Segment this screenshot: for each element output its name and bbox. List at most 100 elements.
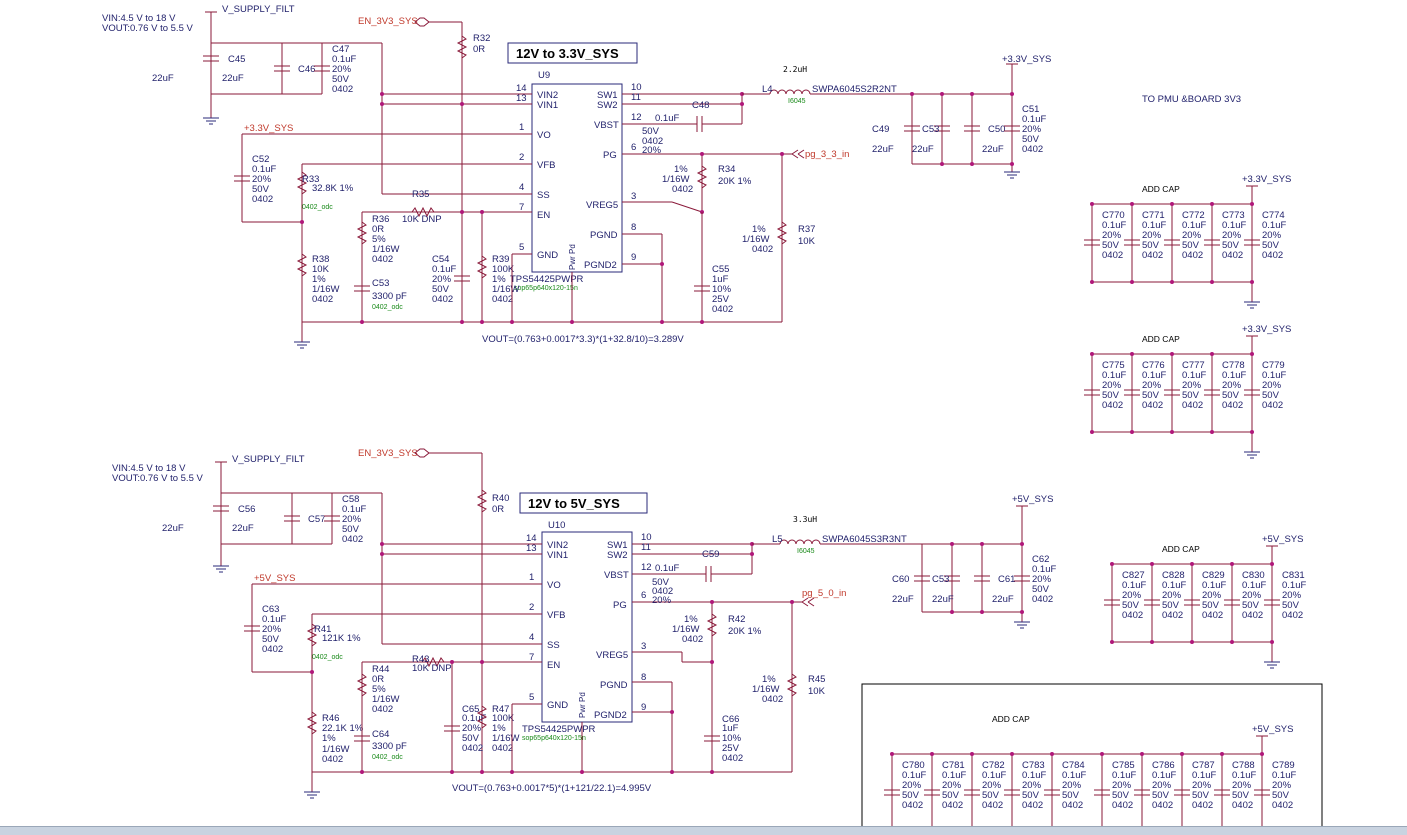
svg-text:C61: C61 (998, 574, 1015, 585)
cap-value: 0.1uF (1152, 770, 1176, 781)
svg-text:25V: 25V (712, 294, 730, 305)
add-cap-group-4: ADD CAP+5V_SYSC7800.1uF20%50V0402C7810.1… (884, 714, 1296, 834)
svg-text:7: 7 (519, 202, 524, 213)
svg-text:PGND2: PGND2 (594, 710, 627, 721)
svg-text:0.1uF: 0.1uF (332, 54, 356, 65)
svg-text:PGND: PGND (590, 230, 618, 241)
u10-part: TPS54425PWPR (522, 724, 596, 735)
svg-text:C50: C50 (988, 124, 1005, 135)
cap-value: 20% (1102, 230, 1122, 241)
cap-value: 50V (1242, 600, 1260, 611)
cap-ref: C770 (1102, 210, 1125, 221)
svg-text:1/16W: 1/16W (492, 733, 519, 744)
top-formula: VOUT=(0.763+0.0017*3.3)*(1+32.8/10)=3.28… (482, 334, 684, 345)
cap-ref: C827 (1122, 570, 1145, 581)
svg-text:C52: C52 (252, 154, 269, 165)
cap-value: 50V (1272, 790, 1290, 801)
r40-ref: R40 (492, 493, 509, 504)
svg-text:10%: 10% (712, 284, 732, 295)
cap-ref: C776 (1142, 360, 1165, 371)
cap-value: 20% (1242, 590, 1262, 601)
svg-text:VIN2: VIN2 (547, 540, 568, 551)
svg-text:0.1uF: 0.1uF (462, 713, 486, 724)
svg-text:SWPA6045S3R3NT: SWPA6045S3R3NT (822, 534, 907, 545)
cap-value: 50V (942, 790, 960, 801)
svg-text:10%: 10% (722, 733, 742, 744)
cap-value: 20% (1272, 780, 1292, 791)
l5-inductor: L5 3.3uH SWPA6045S3R3NT I6045 (752, 515, 1022, 555)
cap-value: 0.1uF (1232, 770, 1256, 781)
svg-text:13: 13 (516, 93, 527, 104)
top-vin-note: VIN:4.5 V to 18 V (102, 13, 176, 24)
cap-value: 50V (1152, 790, 1170, 801)
svg-text:8: 8 (641, 672, 646, 683)
top-title: 12V to 3.3V_SYS (516, 46, 619, 61)
cap-value: 50V (1262, 390, 1280, 401)
svg-text:0402: 0402 (762, 694, 783, 705)
cap-value: 50V (1232, 790, 1250, 801)
svg-text:22uF: 22uF (152, 73, 174, 84)
svg-text:C65: C65 (462, 704, 479, 715)
cap-value: 0402 (1182, 400, 1203, 411)
svg-text:R45: R45 (808, 674, 825, 685)
svg-text:1/16W: 1/16W (372, 694, 399, 705)
cap-value: 0402 (1062, 800, 1083, 811)
cap-value: 0.1uF (1222, 220, 1246, 231)
svg-text:22uF: 22uF (982, 144, 1004, 155)
svg-text:Pwr Pd: Pwr Pd (578, 692, 587, 718)
svg-text:EN: EN (537, 210, 550, 221)
cap-value: 0402 (1142, 400, 1163, 411)
add-cap-group-1: ADD CAP+3.3V_SYSC7700.1uF20%50V0402C7710… (1084, 174, 1291, 309)
svg-text:C53: C53 (922, 124, 939, 135)
svg-text:R34: R34 (718, 164, 735, 175)
svg-text:20%: 20% (262, 624, 282, 635)
u9-footprint: sop65p640x120-15n (514, 285, 578, 292)
top-out-net-fb: +3.3V_SYS (244, 123, 293, 134)
u9-body (531, 83, 623, 273)
svg-text:4: 4 (529, 632, 534, 643)
add-cap-label: ADD CAP (1162, 544, 1200, 554)
svg-text:100K: 100K (492, 713, 515, 724)
add-cap-groups: ADD CAP+3.3V_SYSC7700.1uF20%50V0402C7710… (884, 174, 1306, 834)
cap-value: 0402 (1152, 800, 1173, 811)
svg-text:R37: R37 (798, 224, 815, 235)
svg-text:10K: 10K (312, 264, 330, 275)
svg-text:0402: 0402 (682, 634, 703, 645)
cap-value: 50V (1122, 600, 1140, 611)
svg-text:C45: C45 (228, 54, 245, 65)
add-cap-net: +3.3V_SYS (1242, 324, 1291, 335)
svg-text:VREG5: VREG5 (596, 650, 628, 661)
svg-text:I6045: I6045 (797, 548, 815, 555)
c59: C59 0.1uF 50V 0402 20% (652, 549, 752, 606)
svg-text:0402: 0402 (322, 754, 343, 765)
svg-text:1: 1 (529, 572, 534, 583)
top-out-net: +3.3V_SYS (1002, 54, 1051, 65)
cap-value: 50V (1112, 790, 1130, 801)
cap-value: 50V (1192, 790, 1210, 801)
svg-text:50V: 50V (332, 74, 350, 85)
r32-ref: R32 (473, 33, 490, 44)
window-bottom-bar (0, 826, 1407, 835)
svg-text:GND: GND (537, 250, 558, 261)
svg-text:10K DNP: 10K DNP (402, 214, 442, 225)
bottom-regulator-section: VIN:4.5 V to 18 V VOUT:0.76 V to 5.5 V V… (112, 448, 1056, 799)
svg-text:0402: 0402 (332, 84, 353, 95)
svg-text:0R: 0R (492, 504, 504, 515)
svg-text:0.1uF: 0.1uF (252, 164, 276, 175)
svg-text:1%: 1% (674, 164, 688, 175)
svg-text:25V: 25V (722, 743, 740, 754)
cap-value: 0402 (1192, 800, 1213, 811)
cap-value: 20% (1062, 780, 1082, 791)
cap-value: 0402 (1202, 610, 1223, 621)
svg-text:R44: R44 (372, 664, 389, 675)
cap-value: 0.1uF (1022, 770, 1046, 781)
